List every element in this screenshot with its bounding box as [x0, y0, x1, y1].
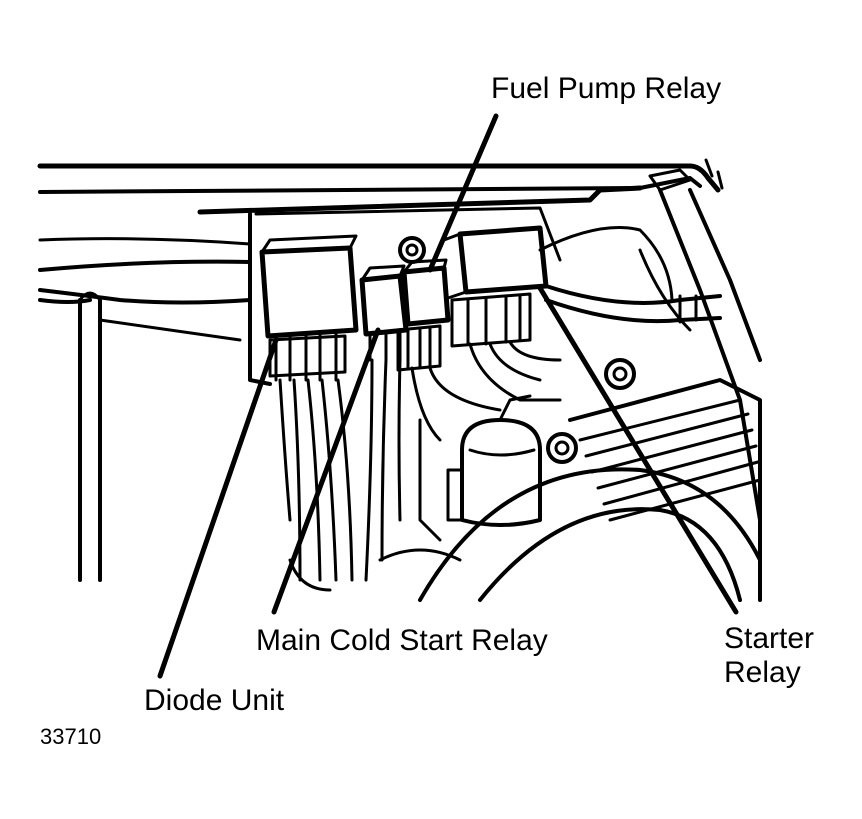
hood-panel — [37, 158, 724, 215]
diode-unit-leader — [157, 337, 279, 679]
main-cold-start-relay-label: Main Cold Start Relay — [256, 624, 548, 657]
fuel-pump-relay-leader — [427, 113, 499, 273]
main-cold-start-relay-leader — [271, 327, 381, 615]
right-harness — [538, 226, 722, 324]
starter-relay-label-line1: Starter — [724, 622, 815, 655]
bolts — [546, 358, 636, 464]
lower-body — [378, 418, 762, 602]
canister — [446, 394, 542, 527]
leader-lines — [157, 113, 739, 679]
left-harness — [38, 237, 252, 582]
starter-relay-body — [442, 225, 549, 348]
diode-unit-body — [259, 234, 359, 382]
starter-relay-label: Starter Relay — [724, 622, 814, 690]
finned-panel — [568, 378, 762, 522]
fuel-pump-relay-label: Fuel Pump Relay — [491, 72, 722, 105]
fuel-pump-relay-body — [396, 236, 451, 372]
starter-relay-label-line2: Relay — [724, 656, 801, 689]
figure-number: 33710 — [40, 724, 102, 749]
diode-unit-label: Diode Unit — [144, 684, 285, 717]
starter-relay-leader — [537, 285, 739, 615]
wire-bundle — [278, 340, 562, 592]
